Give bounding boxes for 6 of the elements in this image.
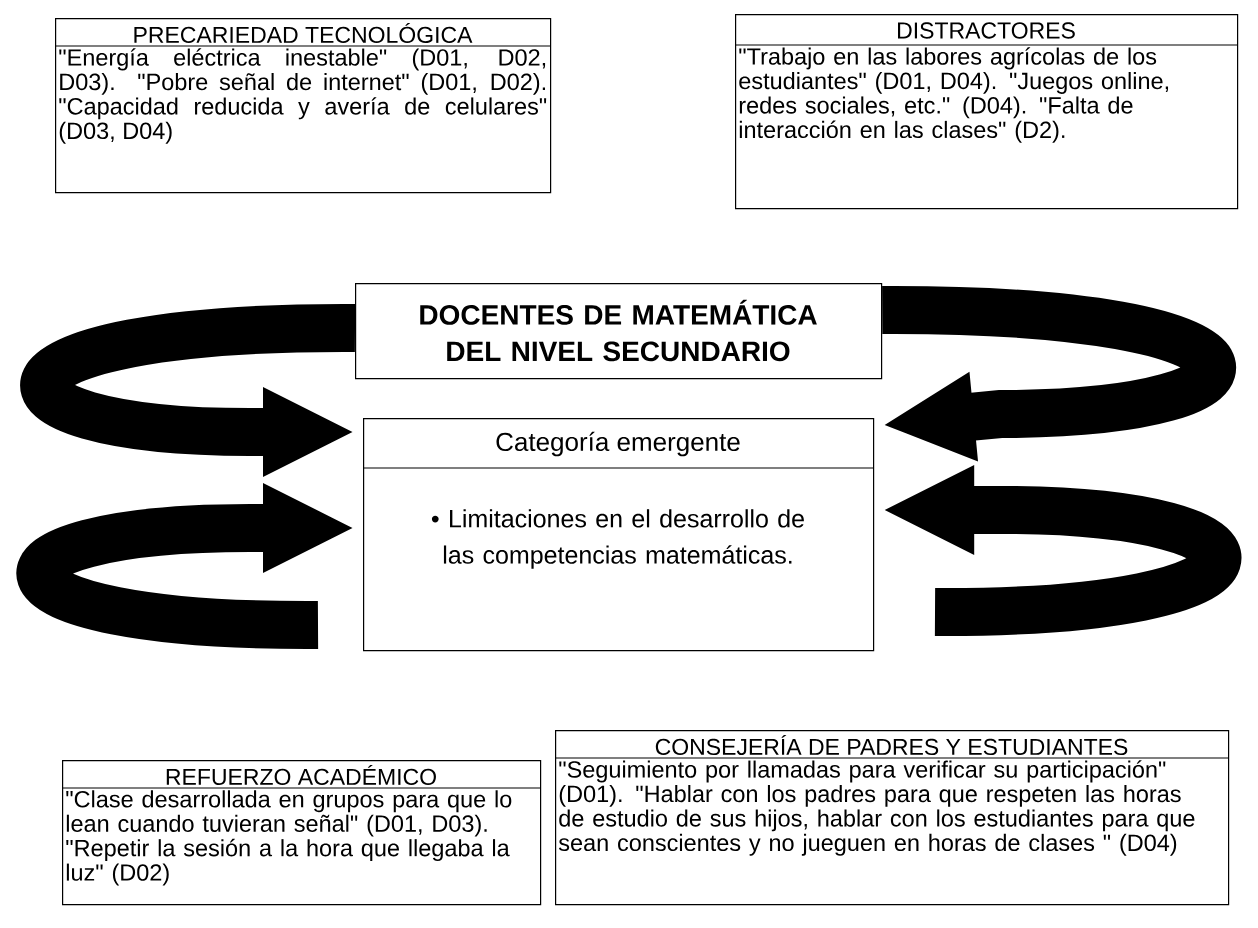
text-box: PRECARIEDAD TECNOLÓGICA "Energía eléctrica inestable" (D01, D02, D03). "Pobre señal de internet" (D01, D02). "Capacidad reducida y avería de celulares" (D03, D04) <box>54 18 552 194</box>
text-box: REFUERZO ACADÉMICO "Clase desarrollada en grupos para que lo lean cuando tuvieran señal" (D01, D03). "Repetir la sesión a la hora que llegaba la luz" (D02) <box>61 760 542 906</box>
text-box: Categoría emergente • Limitaciones en el desarrollo de las competencias matemáticas. <box>362 418 875 652</box>
text-box: CONSEJERÍA DE PADRES Y ESTUDIANTES "Seguimiento por llamadas para verificar su participación" (D01). "Hablar con los padres para que respeten las horas de estudio de sus hijos, hablar con los estudiantes para que sean conscientes y no jueguen en horas de clases " (D04) <box>554 730 1230 906</box>
title-box: DOCENTES DE MATEMÁTICA DEL NIVEL SECUNDARIO <box>355 283 883 380</box>
text-box: DISTRACTORES "Trabajo en las labores agrícolas de los estudiantes" (D01, D04). "Juegos online, redes sociales, etc." (D04). "Falta de interacción en las clases" (D2). <box>734 14 1239 210</box>
